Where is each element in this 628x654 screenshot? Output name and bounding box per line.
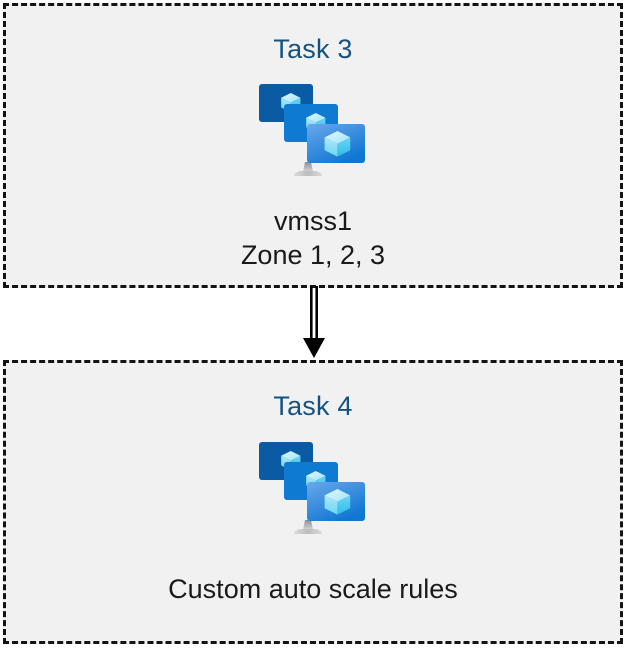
node-label: vmss1 Zone 1, 2, 3 bbox=[240, 206, 386, 271]
connector-arrow-task3-to-task4 bbox=[296, 286, 332, 362]
virtual-machine-scale-set-icon bbox=[253, 79, 373, 188]
task-title: Task 3 bbox=[273, 34, 353, 64]
virtual-machine-scale-set-icon bbox=[253, 437, 373, 546]
task-node-task4[interactable]: Task 4 bbox=[3, 360, 623, 644]
task-node-task3[interactable]: Task 3 bbox=[3, 3, 623, 288]
node-label: Custom auto scale rules bbox=[168, 574, 458, 604]
task-title: Task 4 bbox=[273, 391, 353, 421]
